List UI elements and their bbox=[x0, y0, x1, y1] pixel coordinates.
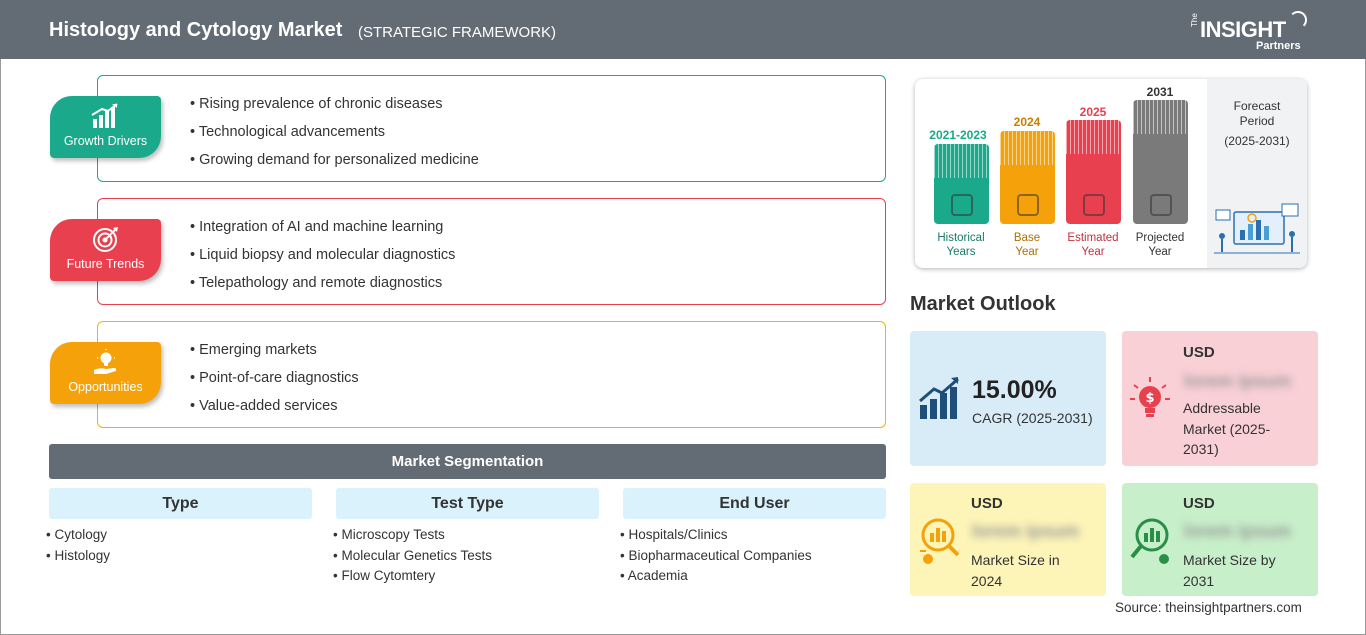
header-bar: Histology and Cytology Market (STRATEGIC… bbox=[0, 0, 1366, 59]
segment-header: Test Type bbox=[336, 488, 599, 519]
magnifier-chart-icon bbox=[1130, 518, 1169, 564]
segment-item: Cytology bbox=[46, 525, 312, 546]
presentation-icon bbox=[1150, 194, 1172, 216]
gear-chart-icon bbox=[1083, 194, 1105, 216]
future-trend-item: Telepathology and remote diagnostics bbox=[190, 273, 455, 301]
segment-column-type: Type Cytology Histology bbox=[49, 488, 312, 566]
opportunity-item: Point-of-care diagnostics bbox=[190, 368, 359, 396]
segment-item: Microscopy Tests bbox=[333, 525, 599, 546]
segment-item: Hospitals/Clinics bbox=[620, 525, 886, 546]
growth-driver-item: Rising prevalence of chronic diseases bbox=[190, 94, 479, 122]
currency-label: USD bbox=[971, 495, 1003, 512]
segment-header: End User bbox=[623, 488, 886, 519]
coin-analytics-icon bbox=[920, 518, 960, 564]
opportunity-item: Emerging markets bbox=[190, 340, 359, 368]
segment-item: Flow Cytomtery bbox=[333, 566, 599, 587]
opportunities-badge: Opportunities bbox=[50, 342, 161, 404]
segment-column-test-type: Test Type Microscopy Tests Molecular Gen… bbox=[336, 488, 599, 587]
bar-chart-icon bbox=[91, 103, 118, 128]
logo-arc-icon bbox=[1289, 11, 1307, 29]
currency-label: USD bbox=[1183, 495, 1215, 512]
source-link[interactable]: Source: theinsightpartners.com bbox=[1115, 600, 1302, 615]
opportunities-box: Emerging markets Point-of-care diagnosti… bbox=[97, 321, 886, 428]
timeline-bar-projected bbox=[1133, 100, 1188, 224]
insight-partners-logo[interactable]: The INSIGHT Partners bbox=[1190, 11, 1320, 53]
segment-header: Type bbox=[49, 488, 312, 519]
timeline-year: 2031 bbox=[1146, 85, 1174, 99]
cagr-card: 15.00% CAGR (2025-2031) bbox=[910, 331, 1106, 466]
market-outlook-title: Market Outlook bbox=[910, 293, 1056, 315]
segment-item: Molecular Genetics Tests bbox=[333, 546, 599, 567]
segment-column-end-user: End User Hospitals/Clinics Biopharmaceut… bbox=[623, 488, 886, 587]
timeline-bar-estimated bbox=[1066, 120, 1121, 224]
growth-chart-icon bbox=[919, 377, 959, 419]
timeline-year: 2025 bbox=[1079, 105, 1107, 119]
timeline-year: 2024 bbox=[1013, 115, 1041, 129]
growth-driver-item: Technological advancements bbox=[190, 122, 479, 150]
forecast-analytics-icon bbox=[1214, 203, 1300, 254]
svg-text:$: $ bbox=[1145, 391, 1154, 406]
future-trend-item: Liquid biopsy and molecular diagnostics bbox=[190, 245, 455, 273]
page-title: Histology and Cytology Market bbox=[49, 19, 343, 41]
timeline-bar-base bbox=[1000, 131, 1055, 224]
timeline-year: 2021-2023 bbox=[929, 128, 987, 142]
opportunities-label: Opportunities bbox=[68, 380, 143, 394]
growth-drivers-label: Growth Drivers bbox=[63, 134, 148, 148]
future-trends-box: Integration of AI and machine learning L… bbox=[97, 198, 886, 305]
segment-item: Histology bbox=[46, 546, 312, 567]
growth-drivers-badge: Growth Drivers bbox=[50, 96, 161, 158]
future-trend-item: Integration of AI and machine learning bbox=[190, 217, 455, 245]
money-bulb-icon: $ bbox=[1130, 377, 1170, 417]
market-size-2031-value: lorem ipsum bbox=[1184, 521, 1292, 541]
market-segmentation-bar: Market Segmentation bbox=[49, 444, 886, 479]
target-icon bbox=[93, 227, 118, 252]
segment-item: Biopharmaceutical Companies bbox=[620, 546, 886, 567]
calendar-icon bbox=[1017, 194, 1039, 216]
cagr-label: CAGR (2025-2031) bbox=[972, 410, 1093, 426]
future-trends-badge: Future Trends bbox=[50, 219, 161, 281]
page-subtitle: (STRATEGIC FRAMEWORK) bbox=[358, 24, 557, 41]
addressable-market-value: lorem ipsum bbox=[1184, 371, 1292, 391]
segment-item: Academia bbox=[620, 566, 886, 587]
market-size-2024-value: lorem ipsum bbox=[972, 521, 1080, 541]
cagr-value: 15.00% bbox=[972, 376, 1057, 404]
lightbulb-hand-icon bbox=[94, 349, 117, 374]
history-icon bbox=[951, 194, 973, 216]
opportunity-item: Value-added services bbox=[190, 396, 359, 424]
future-trends-label: Future Trends bbox=[66, 257, 145, 271]
growth-drivers-box: Rising prevalence of chronic diseases Te… bbox=[97, 75, 886, 182]
currency-label: USD bbox=[1183, 344, 1215, 361]
timeline-bar-historical bbox=[934, 144, 989, 224]
growth-driver-item: Growing demand for personalized medicine bbox=[190, 150, 479, 178]
